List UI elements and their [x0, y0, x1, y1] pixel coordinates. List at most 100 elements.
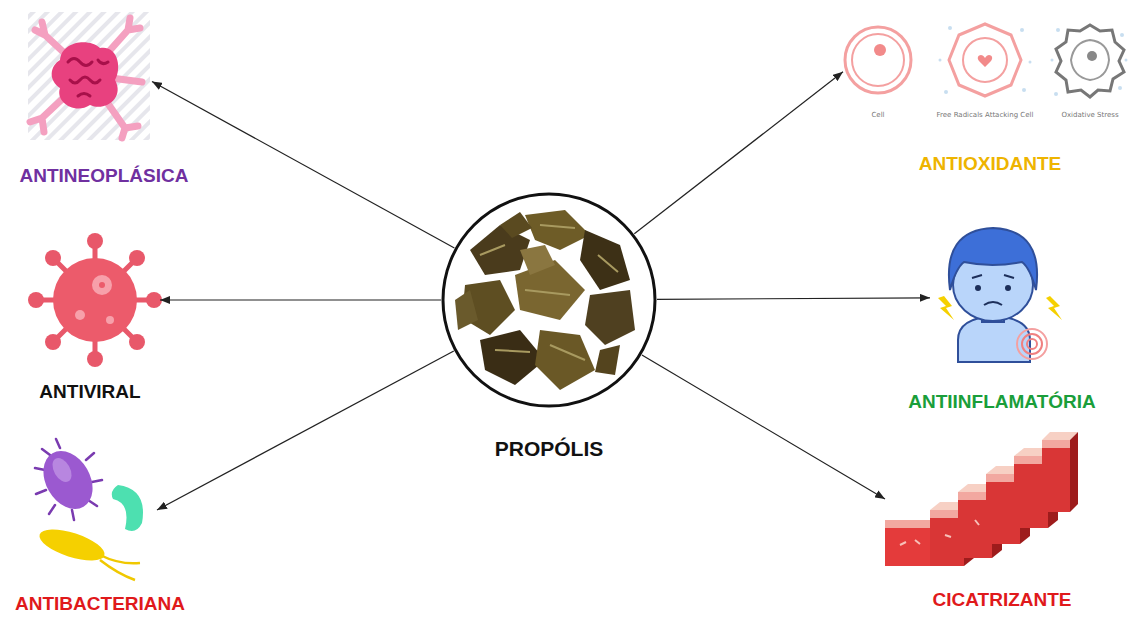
virus-icon — [146, 292, 162, 308]
propolis-photo — [480, 330, 545, 385]
inflammation-icon — [975, 285, 981, 291]
virus-icon — [92, 275, 112, 295]
virus-icon — [87, 233, 103, 249]
virus-icon — [45, 334, 61, 350]
cancer-cell-icon — [52, 42, 119, 108]
oxidation-icons — [1118, 86, 1122, 90]
node-label: ANTIBACTERIANA — [15, 594, 185, 615]
oxidation-icons — [948, 26, 952, 30]
oxidation-icons — [944, 90, 948, 94]
node-label: CICATRIZANTE — [933, 590, 1072, 611]
oxidation-icons — [1020, 28, 1024, 32]
virus-icon — [28, 233, 162, 367]
inflammation-icon — [938, 296, 954, 320]
oxidation-icons — [1051, 59, 1054, 62]
circle-outline — [443, 194, 655, 406]
skin-healing-icon — [1042, 440, 1070, 448]
arrow-connector — [160, 299, 441, 300]
circle-outline — [441, 192, 657, 408]
oxidation-icons — [949, 24, 1021, 96]
arrow-connector — [152, 82, 454, 248]
propolis-photo — [595, 345, 620, 375]
icon-caption: Oxidative Stress — [1061, 112, 1118, 120]
bacteria-icon — [33, 442, 102, 518]
center-circle: PROPÓLIS — [441, 192, 657, 408]
oxidation-icons — [963, 38, 1007, 82]
bacteria-icon — [100, 555, 140, 580]
icon-caption: Cell — [871, 112, 884, 120]
virus-icon — [106, 316, 114, 324]
virus-icon — [53, 258, 137, 342]
inflammation-icon — [938, 228, 1062, 362]
skin-healing-icon — [900, 520, 979, 545]
virus-icon — [45, 250, 61, 266]
cancer-cell-icon — [30, 18, 142, 138]
virus-icon — [75, 310, 85, 320]
virus-icon — [87, 351, 103, 367]
bacteria-icon — [49, 455, 76, 486]
bacteria-icon — [36, 523, 108, 567]
node-label: ANTIVIRAL — [39, 382, 140, 403]
oxidation-icons — [1022, 88, 1026, 92]
propolis-photo — [455, 210, 635, 390]
oxidation-icons — [845, 27, 911, 93]
cancer-cell-icon — [28, 12, 150, 140]
propolis-photo — [455, 290, 478, 330]
propolis-photo — [480, 225, 618, 360]
oxidation-icons — [1056, 28, 1060, 32]
propolis-photo — [520, 245, 555, 275]
property-icon: ANTIVIRAL — [30, 235, 160, 365]
virus-icon — [129, 334, 145, 350]
propolis-photo — [500, 212, 532, 238]
skin-healing-icon — [1042, 440, 1070, 512]
propolis-photo — [525, 210, 590, 250]
node-label: ANTINEOPLÁSICA — [20, 166, 189, 187]
skin-healing-icon — [1070, 432, 1078, 512]
propolis-photo — [535, 330, 595, 390]
oxidation-icons — [939, 26, 1128, 96]
virus-icon — [28, 292, 44, 308]
skin-healing-icon — [1042, 432, 1078, 512]
oxidation-icons — [1056, 25, 1124, 97]
inflammation-icon — [984, 302, 1002, 305]
oxidation-icons — [1071, 40, 1109, 80]
node-label: ANTIOXIDANTE — [919, 154, 1062, 175]
property-icon: ANTINEOPLÁSICA — [28, 10, 152, 140]
inflammation-icon — [1027, 339, 1037, 349]
arrow-connector — [634, 72, 843, 234]
oxidation-icons — [1054, 92, 1058, 96]
cancer-cell-icon — [68, 59, 108, 97]
property-icon: ANTIBACTERIANA — [32, 440, 157, 580]
skin-healing-icon — [885, 520, 935, 566]
virus-icon — [99, 282, 105, 288]
virus-icon — [37, 242, 153, 358]
virus-icon — [129, 250, 145, 266]
property-icon: CICATRIZANTE — [885, 430, 1080, 568]
inflammation-icon — [1005, 285, 1011, 291]
oxidation-icons — [845, 24, 1128, 97]
cancer-cell-icon — [28, 12, 150, 140]
skin-healing-icon — [885, 520, 935, 528]
oxidation-icons — [1087, 51, 1097, 61]
node-label: ANTIINFLAMATÓRIA — [908, 392, 1096, 413]
arrow-connector — [657, 298, 930, 300]
inflammation-icon — [972, 275, 1014, 278]
skin-healing-icon — [885, 432, 1078, 566]
oxidation-icons — [1125, 59, 1128, 62]
oxidation-icons — [939, 59, 942, 62]
oxidation-icons — [978, 55, 992, 67]
bacteria-icon — [112, 485, 143, 531]
bacteria-icon — [33, 439, 143, 580]
property-icon: ANTIINFLAMATÓRIA — [930, 225, 1065, 365]
inflammation-icon — [1017, 329, 1047, 359]
oxidation-icons — [852, 34, 904, 86]
arrow-connector — [157, 351, 454, 510]
node-label: PROPÓLIS — [495, 437, 604, 460]
oxidation-icons — [874, 44, 886, 56]
arrow-connector — [642, 355, 885, 499]
icon-caption: Free Radicals Attacking Cell — [937, 112, 1034, 120]
